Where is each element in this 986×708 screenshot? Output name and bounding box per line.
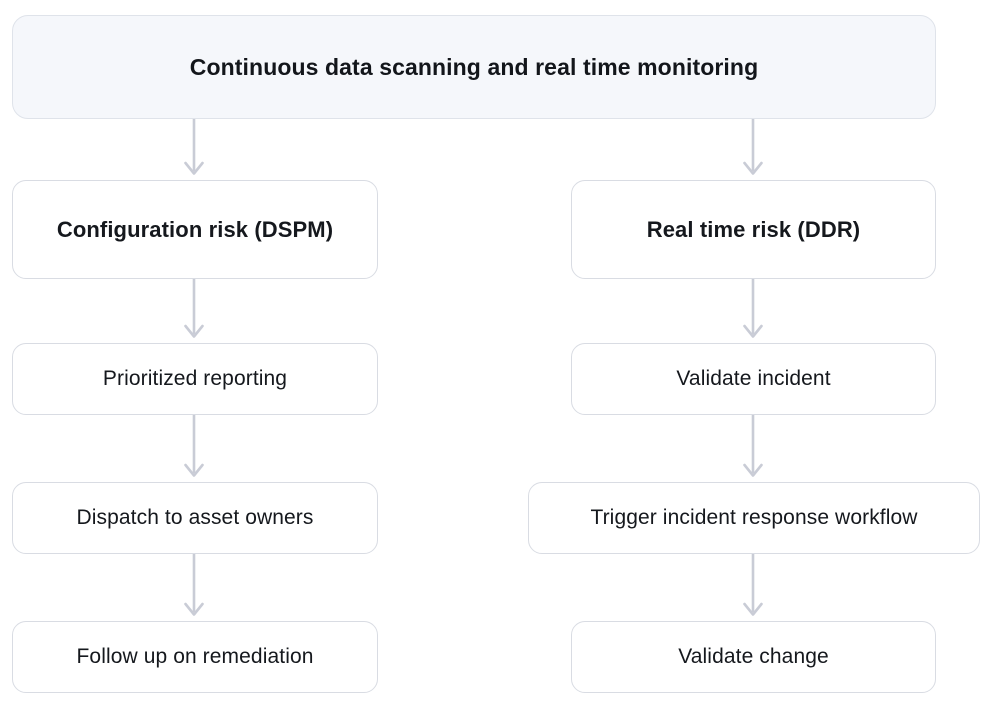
arrow-validate-incident-to-trigger-workflow	[740, 415, 766, 482]
node-configuration-risk-dspm: Configuration risk (DSPM)	[12, 180, 378, 279]
node-label: Real time risk (DDR)	[646, 216, 861, 242]
node-label: Trigger incident response workflow	[590, 505, 918, 529]
arrow-root-to-configuration-risk	[181, 119, 207, 180]
node-follow-up-on-remediation: Follow up on remediation	[12, 621, 378, 693]
arrow-root-to-real-time-risk	[740, 119, 766, 180]
node-continuous-data-scanning: Continuous data scanning and real time m…	[12, 15, 936, 119]
node-label: Configuration risk (DSPM)	[56, 216, 334, 242]
node-label: Validate incident	[676, 366, 831, 390]
arrow-trigger-workflow-to-validate-change	[740, 554, 766, 621]
arrow-ddr-to-validate-incident	[740, 279, 766, 343]
node-trigger-incident-response-workflow: Trigger incident response workflow	[528, 482, 980, 554]
node-dispatch-to-asset-owners: Dispatch to asset owners	[12, 482, 378, 554]
node-label: Prioritized reporting	[102, 366, 288, 390]
node-label: Validate change	[678, 644, 829, 668]
node-validate-change: Validate change	[571, 621, 936, 693]
node-label: Follow up on remediation	[76, 644, 314, 668]
node-real-time-risk-ddr: Real time risk (DDR)	[571, 180, 936, 279]
node-prioritized-reporting: Prioritized reporting	[12, 343, 378, 415]
arrow-prioritized-reporting-to-dispatch	[181, 415, 207, 482]
node-label: Dispatch to asset owners	[76, 505, 314, 529]
arrow-dspm-to-prioritized-reporting	[181, 279, 207, 343]
arrow-dispatch-to-follow-up	[181, 554, 207, 621]
node-validate-incident: Validate incident	[571, 343, 936, 415]
node-label: Continuous data scanning and real time m…	[189, 53, 759, 80]
